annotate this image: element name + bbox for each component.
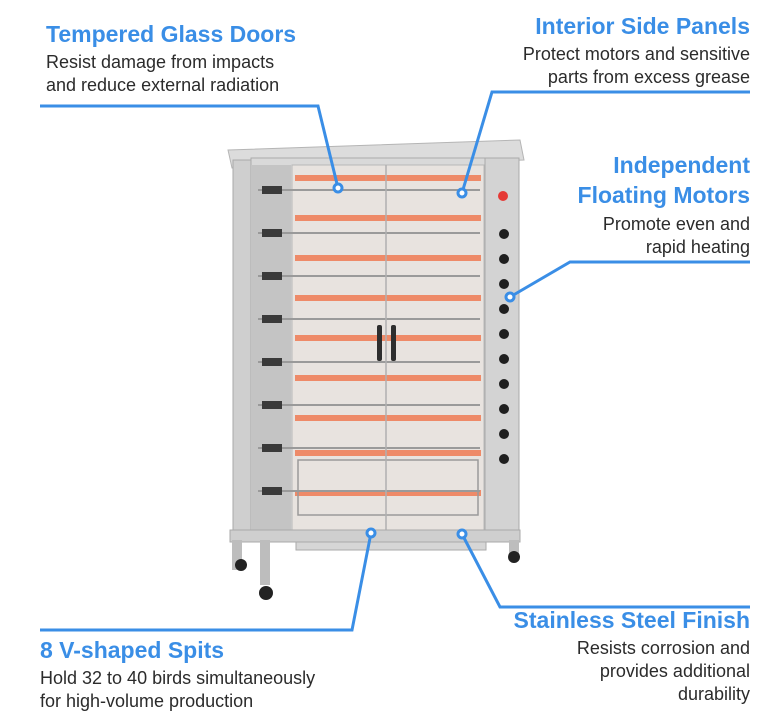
spits <box>258 189 480 492</box>
callout-text: Resist damage from impacts and reduce ex… <box>46 52 280 95</box>
callout-steel-finish: Stainless Steel Finish Resists corrosion… <box>450 606 750 706</box>
callout-title: 8 V-shaped Spits <box>40 637 225 663</box>
callout-title: Independent Floating Motors <box>577 152 750 208</box>
callout-text: Hold 32 to 40 birds simultaneously for h… <box>40 668 316 711</box>
heating-elements <box>295 175 481 496</box>
callout-side-panels: Interior Side Panels Protect motors and … <box>430 12 750 89</box>
callout-text: Protect motors and sensitive parts from … <box>522 44 750 87</box>
callout-glass-doors: Tempered Glass Doors Resist damage from … <box>46 20 366 97</box>
callout-motors: Independent Floating Motors Promote even… <box>490 150 750 259</box>
callout-title: Interior Side Panels <box>535 13 750 39</box>
callout-title: Tempered Glass Doors <box>46 21 297 47</box>
callout-spits: 8 V-shaped Spits Hold 32 to 40 birds sim… <box>40 636 400 713</box>
callout-title: Stainless Steel Finish <box>513 607 750 633</box>
callout-text: Promote even and rapid heating <box>602 214 750 257</box>
callout-text: Resists corrosion and provides additiona… <box>576 638 750 704</box>
